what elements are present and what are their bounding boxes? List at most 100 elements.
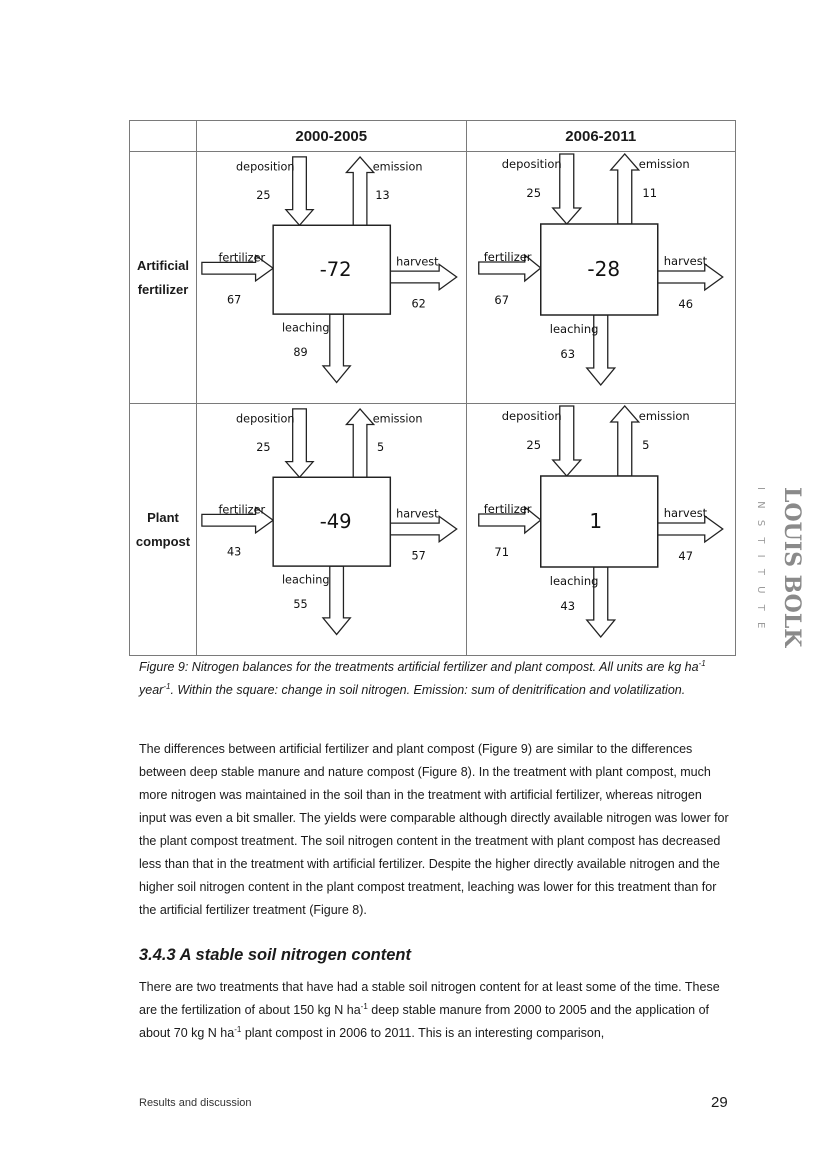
fertilizer-label: fertilizer: [483, 250, 531, 264]
deposition-arrow: [284, 156, 315, 227]
figure-9-table: 2000-2005 2006-2011 Artificial fertilize…: [129, 120, 736, 656]
harvest-label: harvest: [663, 506, 707, 520]
leaching-label: leaching: [282, 574, 330, 587]
caption-superscript: -1: [698, 658, 706, 668]
deposition-arrow: [550, 405, 582, 477]
row-label-line: compost: [135, 533, 191, 549]
fertilizer-value: 71: [494, 545, 509, 559]
louis-bolk-logo: LOUIS BOLK INSTITUTE: [755, 487, 802, 648]
balance-diagram: deposition 25 emission 13 fertilizer 67 …: [196, 151, 467, 404]
emission-value: 11: [642, 186, 657, 200]
fertilizer-label: fertilizer: [218, 251, 265, 264]
nitrogen-balance-diagram: deposition 25 emission 11 fertilizer 67 …: [477, 153, 724, 387]
leaching-arrow: [584, 566, 616, 639]
harvest-label: harvest: [396, 507, 439, 520]
deposition-label: deposition: [236, 161, 294, 174]
caption-text: . Within the square: change in soil nitr…: [170, 683, 686, 697]
emission-value: 13: [375, 189, 389, 202]
harvest-value: 46: [678, 297, 693, 311]
paragraph-text: deep stable manure from 2000 to 2005 and…: [139, 1003, 710, 1040]
leaching-arrow: [584, 314, 616, 387]
paragraph-text: There are two treatments that have had a…: [139, 980, 720, 1017]
nitrogen-balance-diagram: deposition 25 emission 13 fertilizer 67 …: [201, 155, 458, 384]
soil-nitrogen-change: -72: [320, 258, 352, 281]
leaching-arrow: [321, 313, 352, 384]
emission-label: emission: [638, 409, 689, 423]
leaching-value: 63: [560, 347, 575, 361]
fertilizer-arrow: [477, 505, 542, 535]
emission-value: 5: [642, 438, 649, 452]
fertilizer-value: 43: [227, 545, 241, 558]
emission-arrow: [608, 405, 640, 477]
deposition-value: 25: [526, 438, 541, 452]
figure-caption: Figure 9: Nitrogen balances for the trea…: [139, 656, 729, 702]
caption-text: year: [139, 683, 164, 697]
harvest-label: harvest: [396, 255, 439, 268]
leaching-label: leaching: [282, 322, 330, 335]
harvest-label: harvest: [663, 254, 707, 268]
soil-box: [539, 475, 658, 568]
emission-label: emission: [638, 157, 689, 171]
emission-arrow: [344, 155, 376, 226]
deposition-value: 25: [256, 441, 270, 454]
footer-section-title: Results and discussion: [139, 1097, 252, 1109]
nitrogen-balance-diagram: deposition 25 emission 5 fertilizer 71 h…: [477, 405, 724, 639]
paragraph-text: plant compost in 2006 to 2011. This is a…: [241, 1026, 605, 1040]
paragraph-superscript: -1: [234, 1024, 242, 1034]
emission-value: 5: [377, 441, 384, 454]
harvest-arrow: [389, 263, 458, 291]
deposition-arrow: [284, 408, 315, 479]
soil-box: [272, 224, 392, 315]
deposition-label: deposition: [501, 157, 561, 171]
row-label-line: fertilizer: [137, 281, 189, 297]
soil-nitrogen-change: 1: [589, 509, 602, 533]
page-number: 29: [711, 1094, 728, 1111]
row-label-artificial-fertilizer: Artificial fertilizer: [129, 151, 197, 404]
soil-box: [539, 223, 658, 316]
harvest-value: 62: [411, 297, 425, 310]
section-heading: 3.4.3 A stable soil nitrogen content: [139, 946, 411, 964]
balance-diagram: deposition 25 emission 5 fertilizer 43 h…: [196, 403, 467, 656]
fertilizer-arrow: [201, 254, 275, 283]
empty-corner-cell: [129, 120, 197, 152]
emission-arrow: [608, 153, 640, 225]
period-header: 2006-2011: [465, 120, 736, 152]
fertilizer-arrow: [477, 253, 542, 283]
row-label-line: Artificial: [136, 257, 189, 273]
soil-box: [272, 476, 392, 567]
leaching-value: 89: [293, 346, 307, 359]
row-label-plant-compost: Plant compost: [129, 403, 197, 656]
logo-sub-text: INSTITUTE: [755, 487, 766, 640]
deposition-value: 25: [526, 186, 541, 200]
leaching-arrow: [321, 565, 352, 636]
fertilizer-arrow: [201, 506, 275, 535]
period-header: 2000-2005: [196, 120, 467, 152]
deposition-value: 25: [256, 189, 270, 202]
harvest-value: 57: [411, 549, 425, 562]
leaching-label: leaching: [549, 574, 598, 588]
caption-text: Figure 9: Nitrogen balances for the trea…: [139, 660, 699, 674]
emission-label: emission: [373, 161, 423, 174]
deposition-label: deposition: [501, 409, 561, 423]
deposition-arrow: [550, 153, 582, 225]
balance-diagram: deposition 25 emission 5 fertilizer 71 h…: [465, 403, 736, 656]
harvest-value: 47: [678, 549, 693, 563]
paragraph-superscript: -1: [360, 1001, 368, 1011]
caption-superscript: -1: [163, 681, 171, 691]
emission-label: emission: [373, 413, 423, 426]
harvest-arrow: [656, 514, 724, 544]
fertilizer-value: 67: [227, 293, 241, 306]
soil-nitrogen-change: -28: [587, 257, 620, 281]
harvest-arrow: [656, 262, 724, 292]
fertilizer-value: 67: [494, 293, 509, 307]
body-paragraph: There are two treatments that have had a…: [139, 976, 731, 1045]
balance-diagram: deposition 25 emission 11 fertilizer 67 …: [465, 151, 736, 404]
row-label-line: Plant: [147, 509, 179, 525]
harvest-arrow: [389, 515, 458, 543]
leaching-value: 43: [560, 599, 575, 613]
nitrogen-balance-diagram: deposition 25 emission 5 fertilizer 43 h…: [201, 407, 458, 636]
deposition-label: deposition: [236, 413, 294, 426]
fertilizer-label: fertilizer: [218, 503, 265, 516]
soil-nitrogen-change: -49: [320, 510, 352, 533]
emission-arrow: [344, 407, 376, 478]
